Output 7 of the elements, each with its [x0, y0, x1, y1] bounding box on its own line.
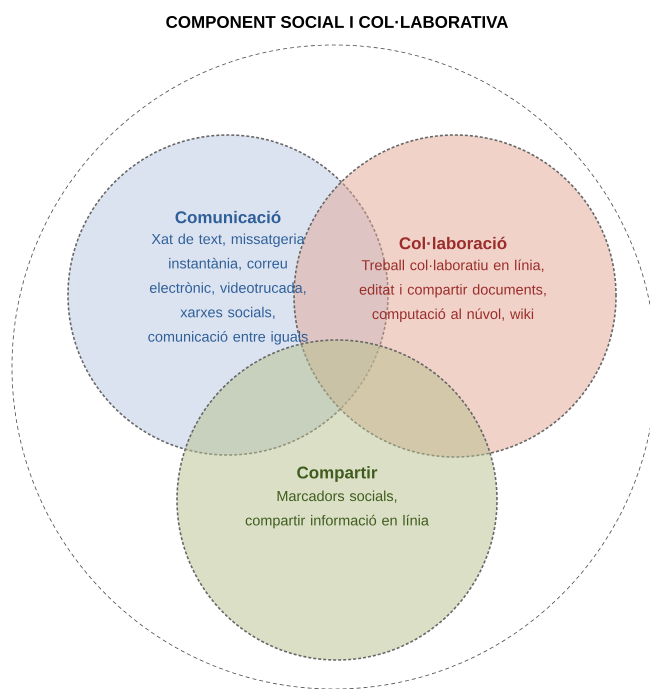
circle-description: Xat de text, missatgeria instantània, correu electrònic, videotrucada, xarxes socials, comunicació entre iguals [148, 234, 308, 345]
circle-description: Treball col·laboratiu en línia, editat i compartir documents, computació al núvol, wiki [360, 260, 546, 322]
circle-description: Marcadors socials, compartir informació en línia [246, 490, 429, 528]
circle-heading: Comunicació [176, 210, 281, 224]
circle-heading: Compartir [297, 466, 378, 482]
title: COMPONENT SOCIAL I COL·LABORATIVA [166, 16, 508, 28]
circle-heading: Col·laboració [400, 236, 506, 250]
